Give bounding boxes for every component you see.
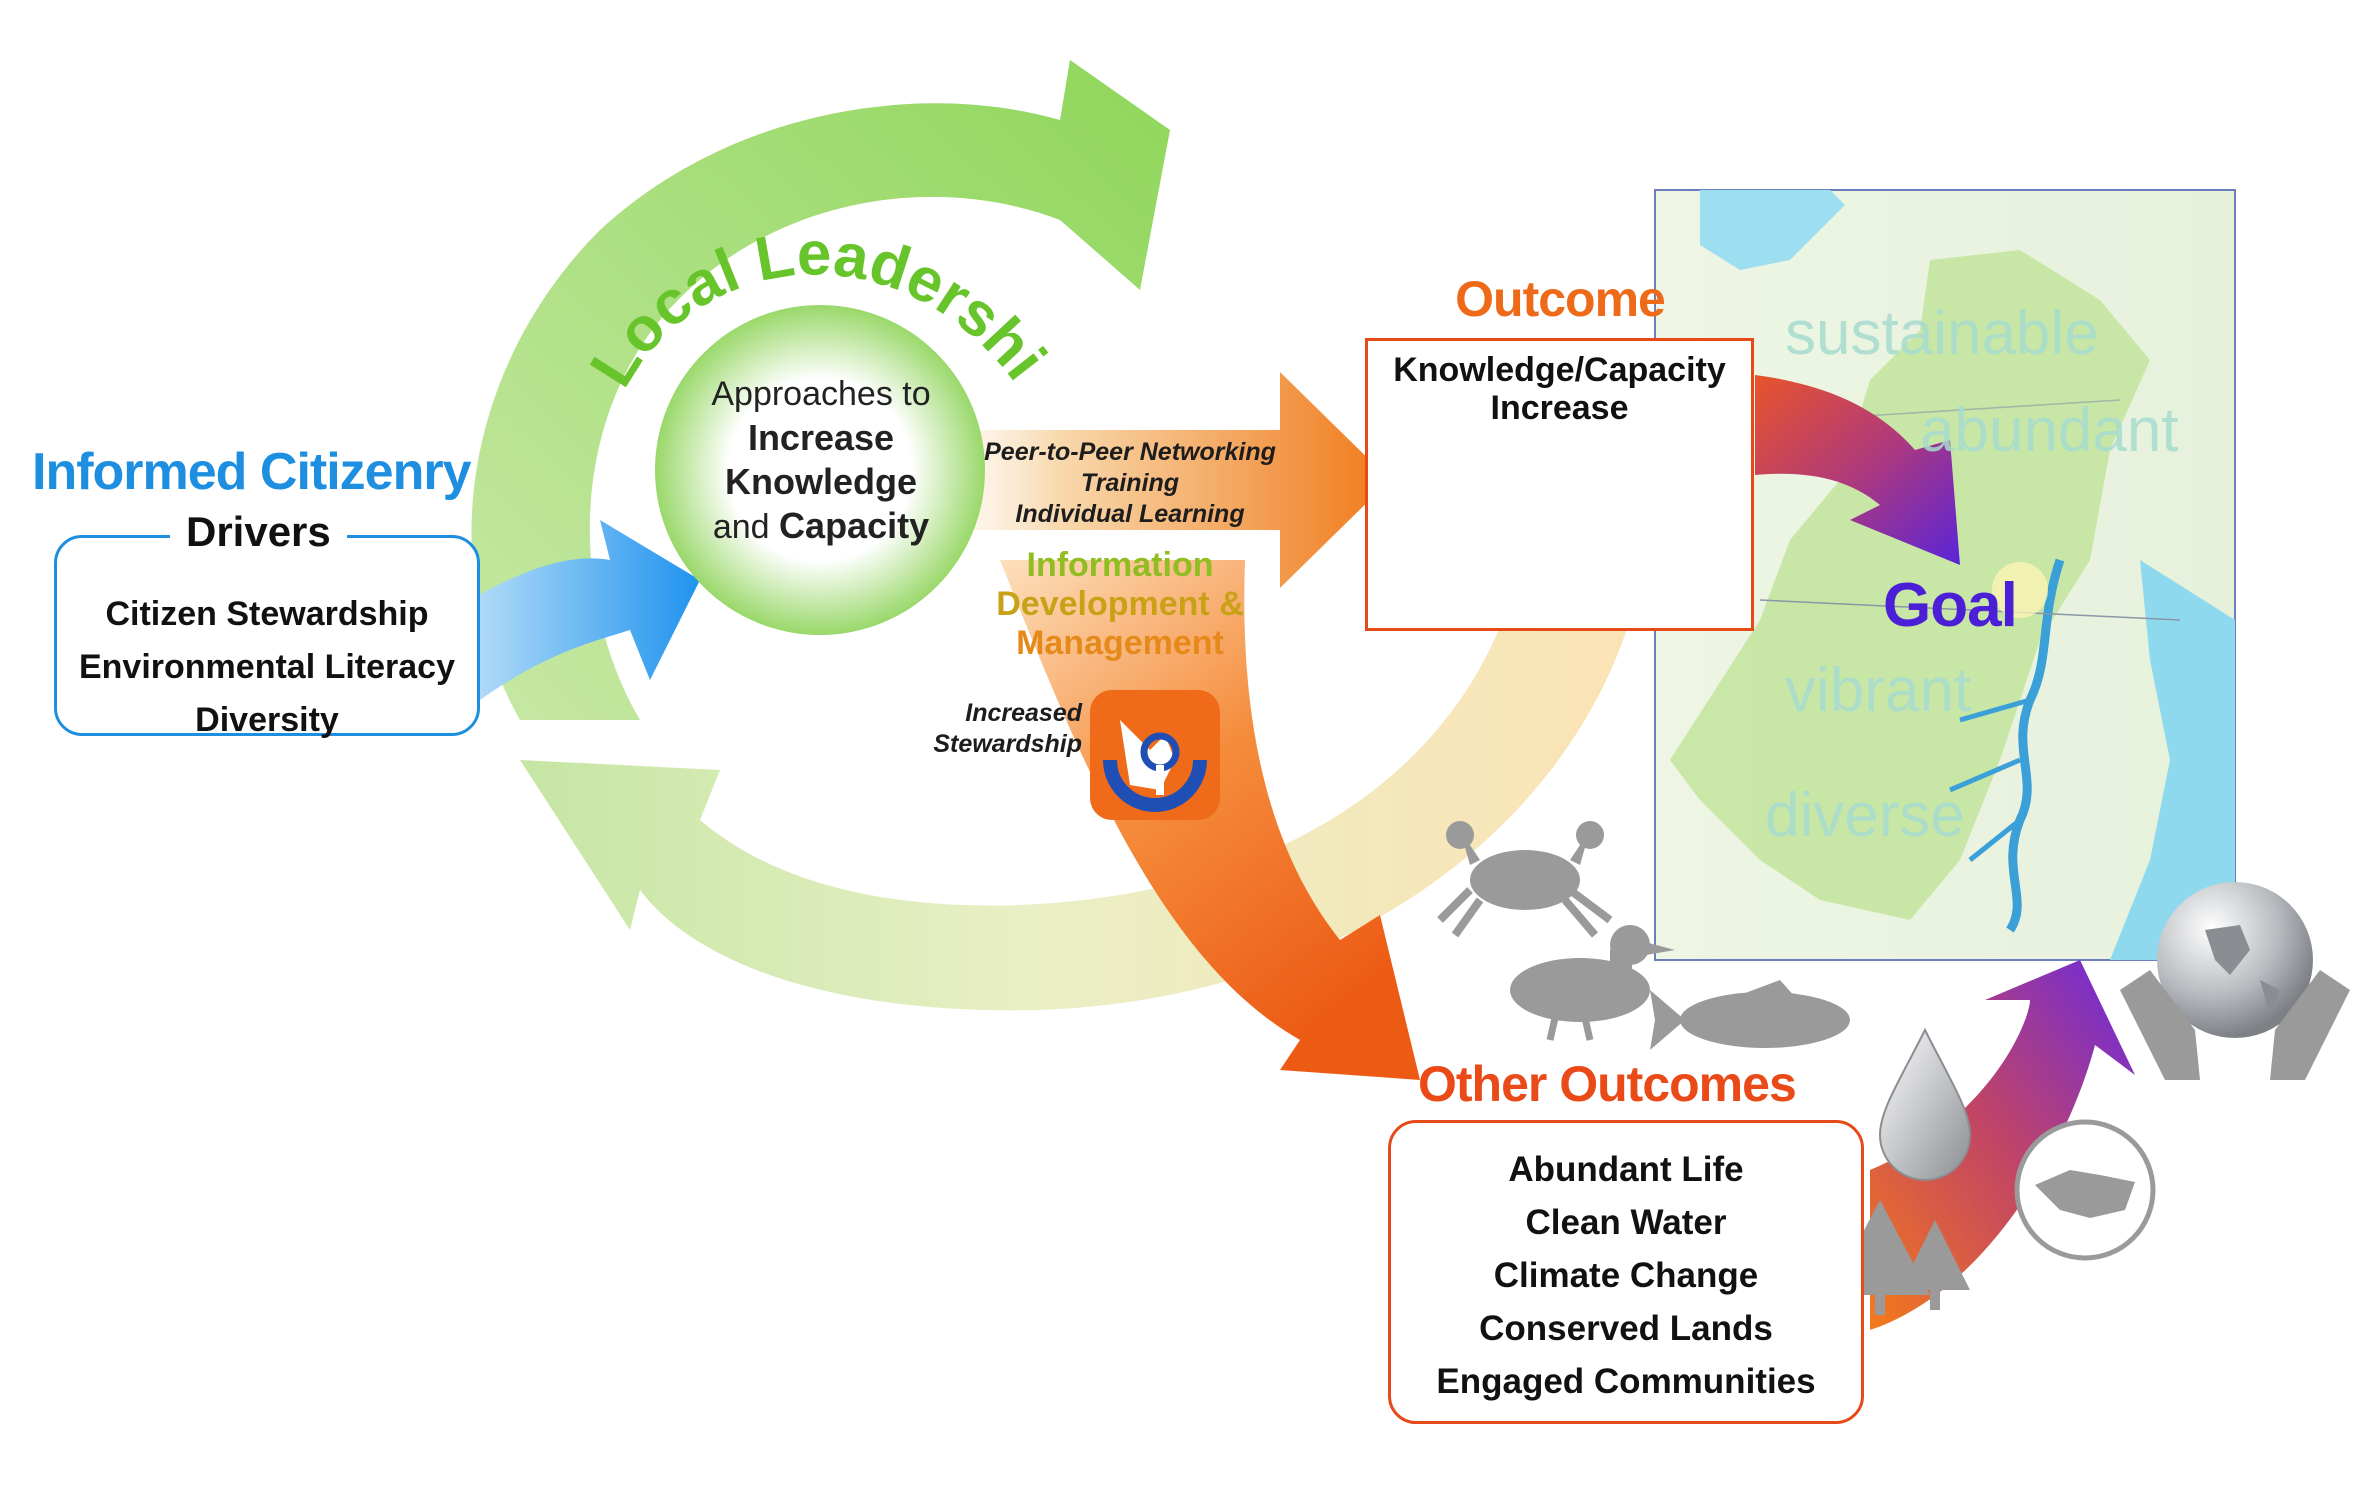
info-dev-line: Management — [1016, 624, 1224, 662]
other-outcome-item: Abundant Life — [1508, 1150, 1744, 1189]
water-drop-icon — [1878, 1027, 1972, 1181]
approaches-line: and — [712, 508, 780, 546]
approaches-text: Approaches to Increase Knowledge and Cap… — [690, 372, 952, 549]
fish-icon — [1650, 980, 1850, 1050]
stewardship-line: Stewardship — [933, 730, 1082, 758]
pathways-list: Peer-to-Peer Networking Training Individ… — [960, 437, 1300, 530]
ocean-shape — [2110, 560, 2235, 960]
outcome-title: Outcome — [1455, 271, 1666, 327]
other-outcome-item: Conserved Lands — [1479, 1309, 1773, 1348]
drivers-label: Drivers — [170, 508, 347, 556]
approaches-line-bold: Capacity — [779, 505, 930, 546]
outcome-box-line: Knowledge/Capacity — [1393, 351, 1726, 389]
informed-citizenry-title: Informed Citizenry — [32, 443, 471, 501]
driver-item: Diversity — [195, 701, 339, 739]
driver-item: Citizen Stewardship — [105, 595, 429, 633]
pathway-item: Peer-to-Peer Networking — [984, 438, 1276, 466]
cycle-arrow-bottom — [520, 600, 1630, 1011]
outcome-box: Knowledge/Capacity Increase — [1365, 338, 1754, 631]
info-dev-line: Development & — [996, 585, 1244, 623]
drivers-box: Citizen Stewardship Environmental Litera… — [54, 535, 480, 739]
other-outcome-item: Climate Change — [1493, 1256, 1759, 1295]
goal-word: vibrant — [1785, 656, 1972, 725]
outcome-box-line: Increase — [1490, 389, 1629, 427]
goal-word: abundant — [1920, 396, 2179, 465]
goal-title: Goal — [1883, 571, 2018, 640]
approaches-circle — [655, 305, 985, 635]
stewardship-to-other-outcomes-arrow — [1000, 560, 1420, 1080]
stewardship-line: Increased — [965, 699, 1082, 727]
other-outcome-item: Clean Water — [1525, 1203, 1727, 1242]
cycle-arrow-top — [471, 60, 1171, 720]
info-dev-line: Information — [1026, 546, 1214, 584]
approaches-line: Approaches to — [711, 375, 931, 413]
approaches-line: Knowledge — [724, 461, 917, 502]
bay-shape — [2006, 558, 2065, 933]
increased-stewardship-label: Increased Stewardship — [910, 698, 1082, 760]
handshake-icon — [2014, 1119, 2156, 1261]
other-outcomes-box: Abundant Life Clean Water Climate Change… — [1388, 1120, 1864, 1424]
approaches-to-outcome-arrow — [880, 372, 1390, 588]
watershed-shape — [1670, 250, 2150, 920]
lake-shape — [1700, 190, 1845, 270]
goal-word: sustainable — [1785, 299, 2099, 368]
approaches-line: Increase — [747, 417, 895, 458]
driver-item: Environmental Literacy — [78, 648, 455, 686]
pathway-item: Individual Learning — [1015, 500, 1245, 528]
goal-word: diverse — [1765, 781, 1965, 850]
goal-map — [1654, 189, 2236, 961]
outcome-to-goal-arrow — [1755, 375, 1960, 565]
other-outcome-item: Engaged Communities — [1436, 1362, 1816, 1401]
drivers-arrow — [470, 520, 700, 700]
other-outcomes-title: Other Outcomes — [1418, 1056, 1797, 1112]
duck-icon — [1510, 925, 1675, 1041]
globe-in-hands-icon — [2120, 882, 2350, 1080]
information-development-label: Information Development & Management — [995, 546, 1245, 663]
pathway-item: Training — [1080, 469, 1180, 497]
crab-icon — [1437, 821, 1613, 938]
stewardship-hand-icon — [1090, 690, 1220, 820]
